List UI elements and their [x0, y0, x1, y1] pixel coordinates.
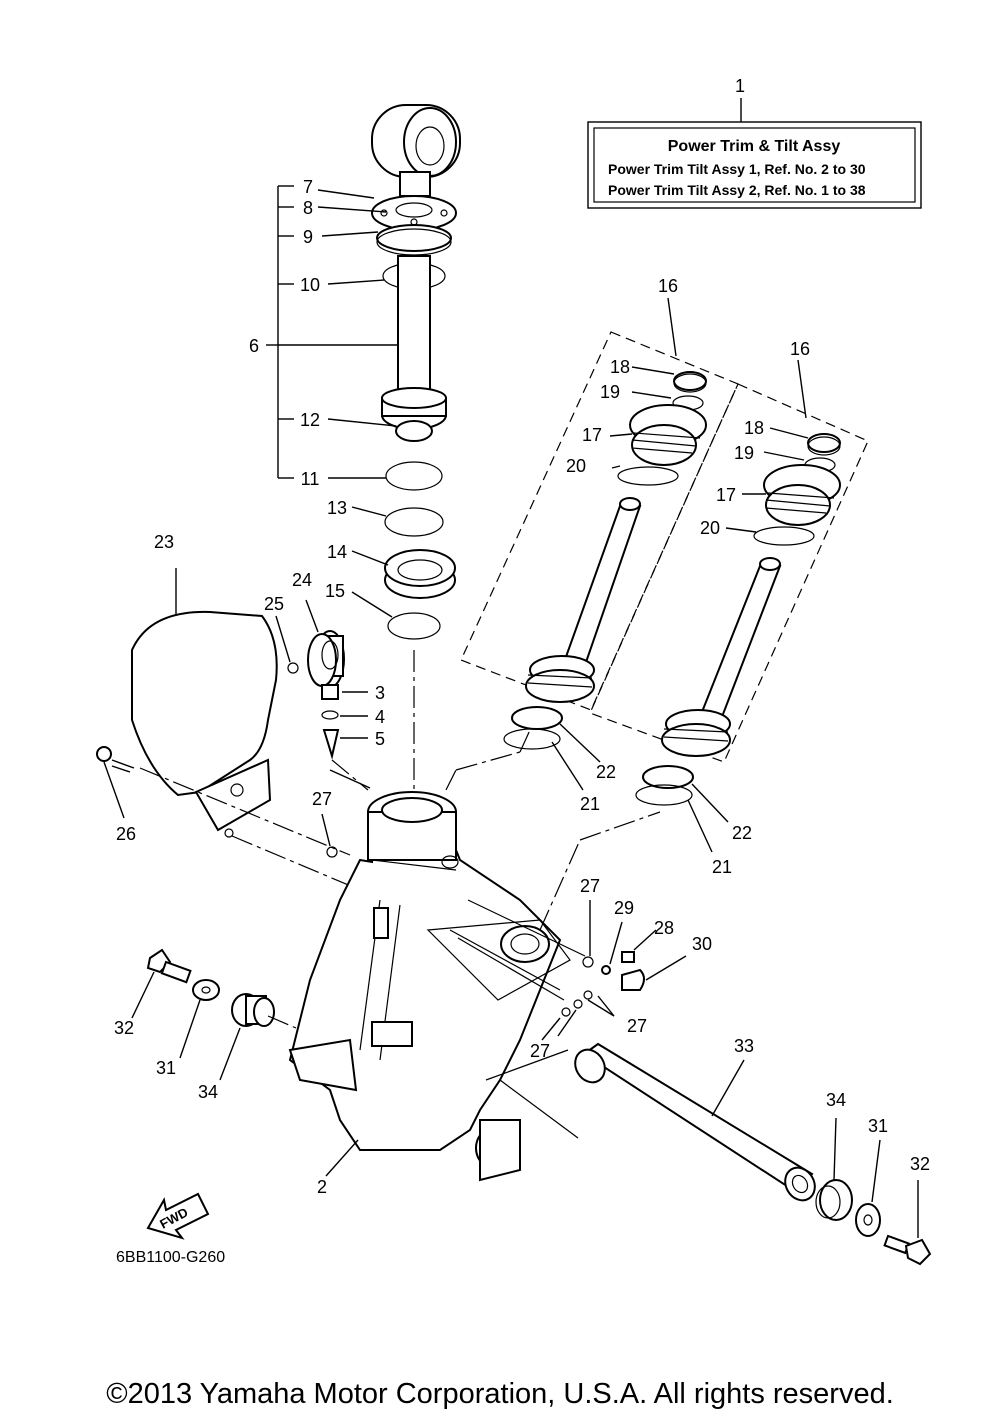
callout-27-d[interactable]: 27 — [530, 1041, 550, 1061]
callout-29[interactable]: 29 — [614, 898, 634, 918]
legend-title: Power Trim & Tilt Assy — [668, 138, 841, 155]
legend-box: 1 Power Trim & Tilt Assy Power Trim Tilt… — [587, 76, 922, 209]
callout-27-a[interactable]: 27 — [312, 789, 332, 809]
callout-3[interactable]: 3 — [375, 683, 385, 703]
callout-21-right[interactable]: 21 — [712, 857, 732, 877]
callout-12[interactable]: 12 — [300, 410, 320, 430]
callout-9[interactable]: 9 — [303, 227, 313, 247]
callout-16-left[interactable]: 16 — [658, 276, 678, 296]
callout-22-left[interactable]: 22 — [596, 762, 616, 782]
callout-25[interactable]: 25 — [264, 594, 284, 614]
tilt-rod-assembly — [371, 104, 461, 818]
callout-31-right[interactable]: 31 — [868, 1116, 888, 1136]
callout-15[interactable]: 15 — [325, 581, 345, 601]
callout-24[interactable]: 24 — [292, 570, 312, 590]
callout-33[interactable]: 33 — [734, 1036, 754, 1056]
callout-31-left[interactable]: 31 — [156, 1058, 176, 1078]
callout-34-left[interactable]: 34 — [198, 1082, 218, 1102]
callout-numbers: 2 3 4 5 6 7 8 9 10 11 12 13 14 15 16 16 … — [114, 177, 930, 1197]
callout-13[interactable]: 13 — [327, 498, 347, 518]
reservoir-tank — [96, 568, 385, 901]
fwd-arrow: FWD — [146, 1192, 210, 1240]
callout-21-left[interactable]: 21 — [580, 794, 600, 814]
copyright-notice: ©2013 Yamaha Motor Corporation, U.S.A. A… — [106, 1378, 894, 1410]
tilt-shaft — [574, 1042, 932, 1266]
callout-19-right[interactable]: 19 — [734, 443, 754, 463]
callout-32-left[interactable]: 32 — [114, 1018, 134, 1038]
tilt-cylinder-left — [460, 297, 739, 791]
callout-34-right[interactable]: 34 — [826, 1090, 846, 1110]
callout-22-right[interactable]: 22 — [732, 823, 752, 843]
callout-18-left[interactable]: 18 — [610, 357, 630, 377]
left-hardware — [131, 948, 297, 1081]
legend-line-1: Power Trim Tilt Assy 1, Ref. No. 2 to 30 — [608, 161, 866, 177]
diagram-code: 6BB1100-G260 — [116, 1249, 225, 1266]
callout-11[interactable]: 11 — [301, 469, 320, 489]
callout-8[interactable]: 8 — [303, 198, 313, 218]
bracket-6 — [266, 185, 398, 618]
callout-14[interactable]: 14 — [327, 542, 347, 562]
callout-28[interactable]: 28 — [654, 918, 674, 938]
callout-2[interactable]: 2 — [317, 1177, 327, 1197]
callout-16-right[interactable]: 16 — [790, 339, 810, 359]
callout-26[interactable]: 26 — [116, 824, 136, 844]
callout-20-right[interactable]: 20 — [700, 518, 720, 538]
callout-6[interactable]: 6 — [249, 336, 259, 356]
callout-27-c[interactable]: 27 — [627, 1016, 647, 1036]
tilt-cylinder-right — [589, 359, 869, 853]
callout-5[interactable]: 5 — [375, 729, 385, 749]
small-parts — [321, 813, 687, 1041]
callout-19-left[interactable]: 19 — [600, 382, 620, 402]
callout-18-right[interactable]: 18 — [744, 418, 764, 438]
callout-20-left[interactable]: 20 — [566, 456, 586, 476]
callout-10[interactable]: 10 — [300, 275, 320, 295]
callout-17-right[interactable]: 17 — [716, 485, 736, 505]
callout-4[interactable]: 4 — [375, 707, 385, 727]
callout-7[interactable]: 7 — [303, 177, 313, 197]
callout-17-left[interactable]: 17 — [582, 425, 602, 445]
callout-23[interactable]: 23 — [154, 532, 174, 552]
callout-1[interactable]: 1 — [735, 76, 745, 96]
callout-32-right[interactable]: 32 — [910, 1154, 930, 1174]
callout-30[interactable]: 30 — [692, 934, 712, 954]
main-housing — [288, 729, 661, 1182]
callout-27-b[interactable]: 27 — [580, 876, 600, 896]
legend-line-2: Power Trim Tilt Assy 2, Ref. No. 1 to 38 — [608, 182, 866, 198]
